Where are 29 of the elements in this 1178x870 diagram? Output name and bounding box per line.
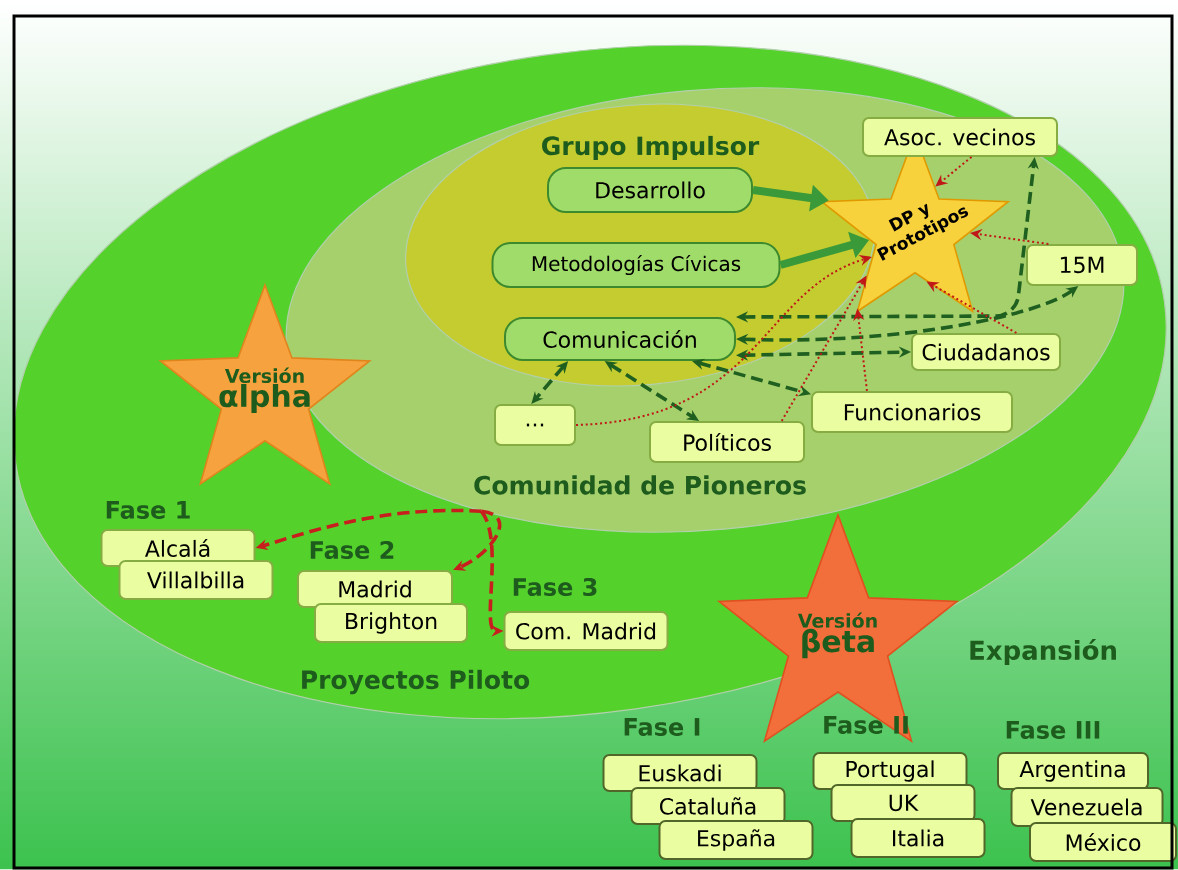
rounded-box: ... [494, 404, 576, 446]
rounded-box: Desarrollo [547, 167, 753, 213]
rounded-box: Cataluña [630, 787, 786, 825]
rounded-box: Ciudadanos [911, 333, 1061, 371]
rounded-box: Venezuela [1010, 787, 1164, 827]
section-heading: Fase I [624, 718, 700, 736]
rounded-box: Euskadi [602, 754, 758, 792]
section-heading: Fase III [1006, 721, 1100, 739]
rounded-box: Villalbilla [118, 560, 274, 600]
rounded-box: Brighton [314, 603, 468, 643]
rounded-box: UK [830, 784, 976, 822]
section-heading: Fase 1 [106, 501, 190, 519]
rounded-box: México [1029, 822, 1177, 862]
section-heading: Fase 2 [310, 540, 394, 560]
rounded-box: Asoc. vecinos [862, 117, 1058, 157]
rounded-box: Comunicación [504, 317, 736, 361]
rounded-box: Alcalá [100, 529, 256, 567]
node-label: Venezuela [1030, 798, 1142, 816]
section-heading: Fase 3 [513, 577, 597, 597]
rounded-box: Italia [850, 818, 986, 858]
rounded-box: Argentina [997, 752, 1149, 790]
rounded-box: Políticos [649, 421, 805, 463]
rounded-box: España [658, 820, 814, 860]
rounded-box: Funcionarios [811, 391, 1013, 433]
rounded-box: Com. Madrid [503, 611, 669, 651]
rounded-box: Metodologías Cívicas [491, 242, 781, 288]
rounded-box: Madrid [297, 570, 453, 608]
rounded-box: Portugal [812, 752, 968, 790]
rounded-box: 15M [1026, 244, 1138, 286]
